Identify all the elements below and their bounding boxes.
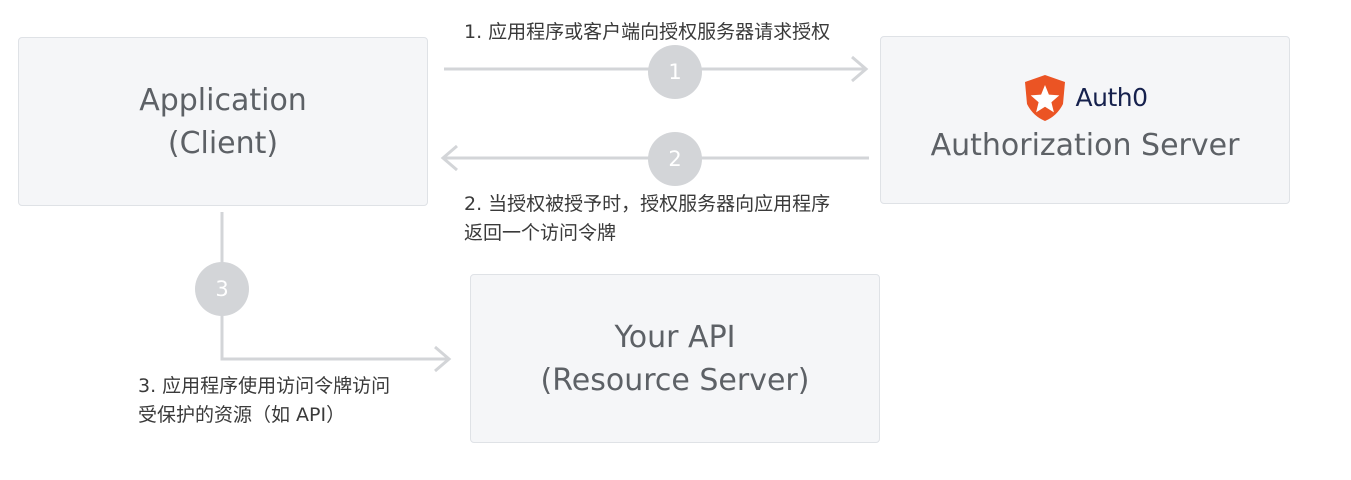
application-subtitle: (Client) — [167, 125, 279, 161]
step-2-caption: 2. 当授权被授予时，授权服务器向应用程序 返回一个访问令牌 — [464, 190, 830, 248]
step-3-badge: 3 — [195, 262, 249, 316]
step-3-caption-line-2: 受保护的资源（如 API） — [138, 404, 346, 426]
step-1-caption-line: 1. 应用程序或客户端向授权服务器请求授权 — [464, 21, 831, 43]
step-2-badge: 2 — [648, 132, 702, 186]
application-client-box: Application (Client) — [18, 37, 428, 206]
auth0-logo: Auth0 — [1023, 74, 1148, 122]
step-3-caption-line-1: 3. 应用程序使用访问令牌访问 — [138, 375, 391, 397]
api-title: Your API — [614, 319, 736, 355]
application-title: Application — [139, 82, 307, 118]
step-1-caption: 1. 应用程序或客户端向授权服务器请求授权 — [464, 18, 830, 47]
authorization-server-label: Authorization Server — [930, 127, 1240, 163]
auth0-brand-name: Auth0 — [1075, 82, 1149, 112]
resource-server-box: Your API (Resource Server) — [470, 274, 880, 443]
arrow-access-resource — [220, 212, 452, 373]
shield-star-icon — [1024, 74, 1065, 121]
step-1-badge: 1 — [648, 45, 702, 99]
step-2-caption-line-1: 2. 当授权被授予时，授权服务器向应用程序 — [464, 193, 831, 215]
authorization-server-box: Auth0 Authorization Server — [880, 36, 1290, 204]
step-3-caption: 3. 应用程序使用访问令牌访问 受保护的资源（如 API） — [138, 372, 390, 430]
api-subtitle: (Resource Server) — [540, 362, 810, 398]
step-2-caption-line-2: 返回一个访问令牌 — [464, 222, 617, 244]
